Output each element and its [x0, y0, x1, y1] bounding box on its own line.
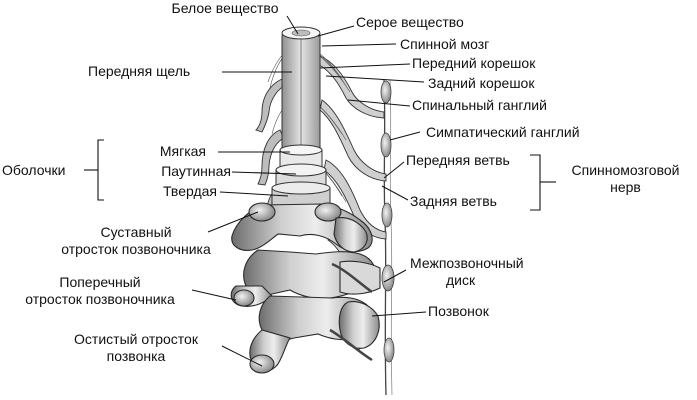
label-spinal-nerve-line1: Спинномозговой	[571, 162, 680, 178]
label-white-matter: Белое вещество	[171, 0, 279, 16]
label-sympathetic-ganglion: Симпатический ганглий	[426, 124, 580, 140]
label-arachnoid: Паутинная	[161, 163, 231, 179]
label-dura: Твердая	[162, 183, 217, 199]
label-transverse-process-line1: Поперечный	[59, 274, 141, 290]
label-spinal-ganglion: Спинальный ганглий	[412, 97, 547, 113]
label-transverse-process: Поперечный отросток позвоночника	[8, 274, 192, 308]
label-spinous-process: Остистый отросток позвонка	[56, 331, 216, 365]
label-spinal-nerve: Спинномозговой нерв	[558, 162, 693, 196]
label-intervertebral-disc-line1: Межпозвоночный	[410, 255, 524, 271]
label-articular-process-line2: отросток позвоночника	[61, 241, 211, 257]
label-articular-process-line1: Суставный	[100, 224, 172, 240]
label-spinal-nerve-line2: нерв	[610, 179, 641, 195]
label-pia: Мягкая	[159, 143, 206, 159]
leader-lines	[191, 15, 427, 367]
vertebral-column	[230, 202, 381, 374]
spinal-nerve-bracket	[530, 154, 556, 211]
label-transverse-process-line2: отросток позвоночника	[25, 291, 175, 307]
label-anterior-branch: Передняя ветвь	[406, 152, 510, 168]
label-intervertebral-disc-line2: диск	[446, 272, 476, 288]
meninges-layers	[271, 144, 331, 206]
label-spinal-cord: Спинной мозг	[400, 36, 490, 52]
label-articular-process: Суставный отросток позвоночника	[56, 224, 216, 258]
label-posterior-branch: Задняя ветвь	[410, 193, 497, 209]
label-vertebra: Позвонок	[428, 303, 489, 319]
label-posterior-root: Задний корешок	[428, 75, 535, 91]
spinal-cord	[281, 26, 321, 161]
label-meninges: Оболочки	[2, 162, 66, 178]
label-spinous-process-line2: позвонка	[106, 348, 166, 364]
meninges-bracket	[84, 139, 104, 201]
label-spinous-process-line1: Остистый отросток	[74, 331, 198, 347]
sympathetic-ganglia	[380, 80, 395, 363]
label-gray-matter: Серое вещество	[356, 14, 464, 30]
label-anterior-root: Передний корешок	[412, 55, 536, 71]
label-intervertebral-disc: Межпозвоночный диск	[410, 255, 524, 289]
label-anterior-fissure: Передняя щель	[88, 63, 191, 79]
